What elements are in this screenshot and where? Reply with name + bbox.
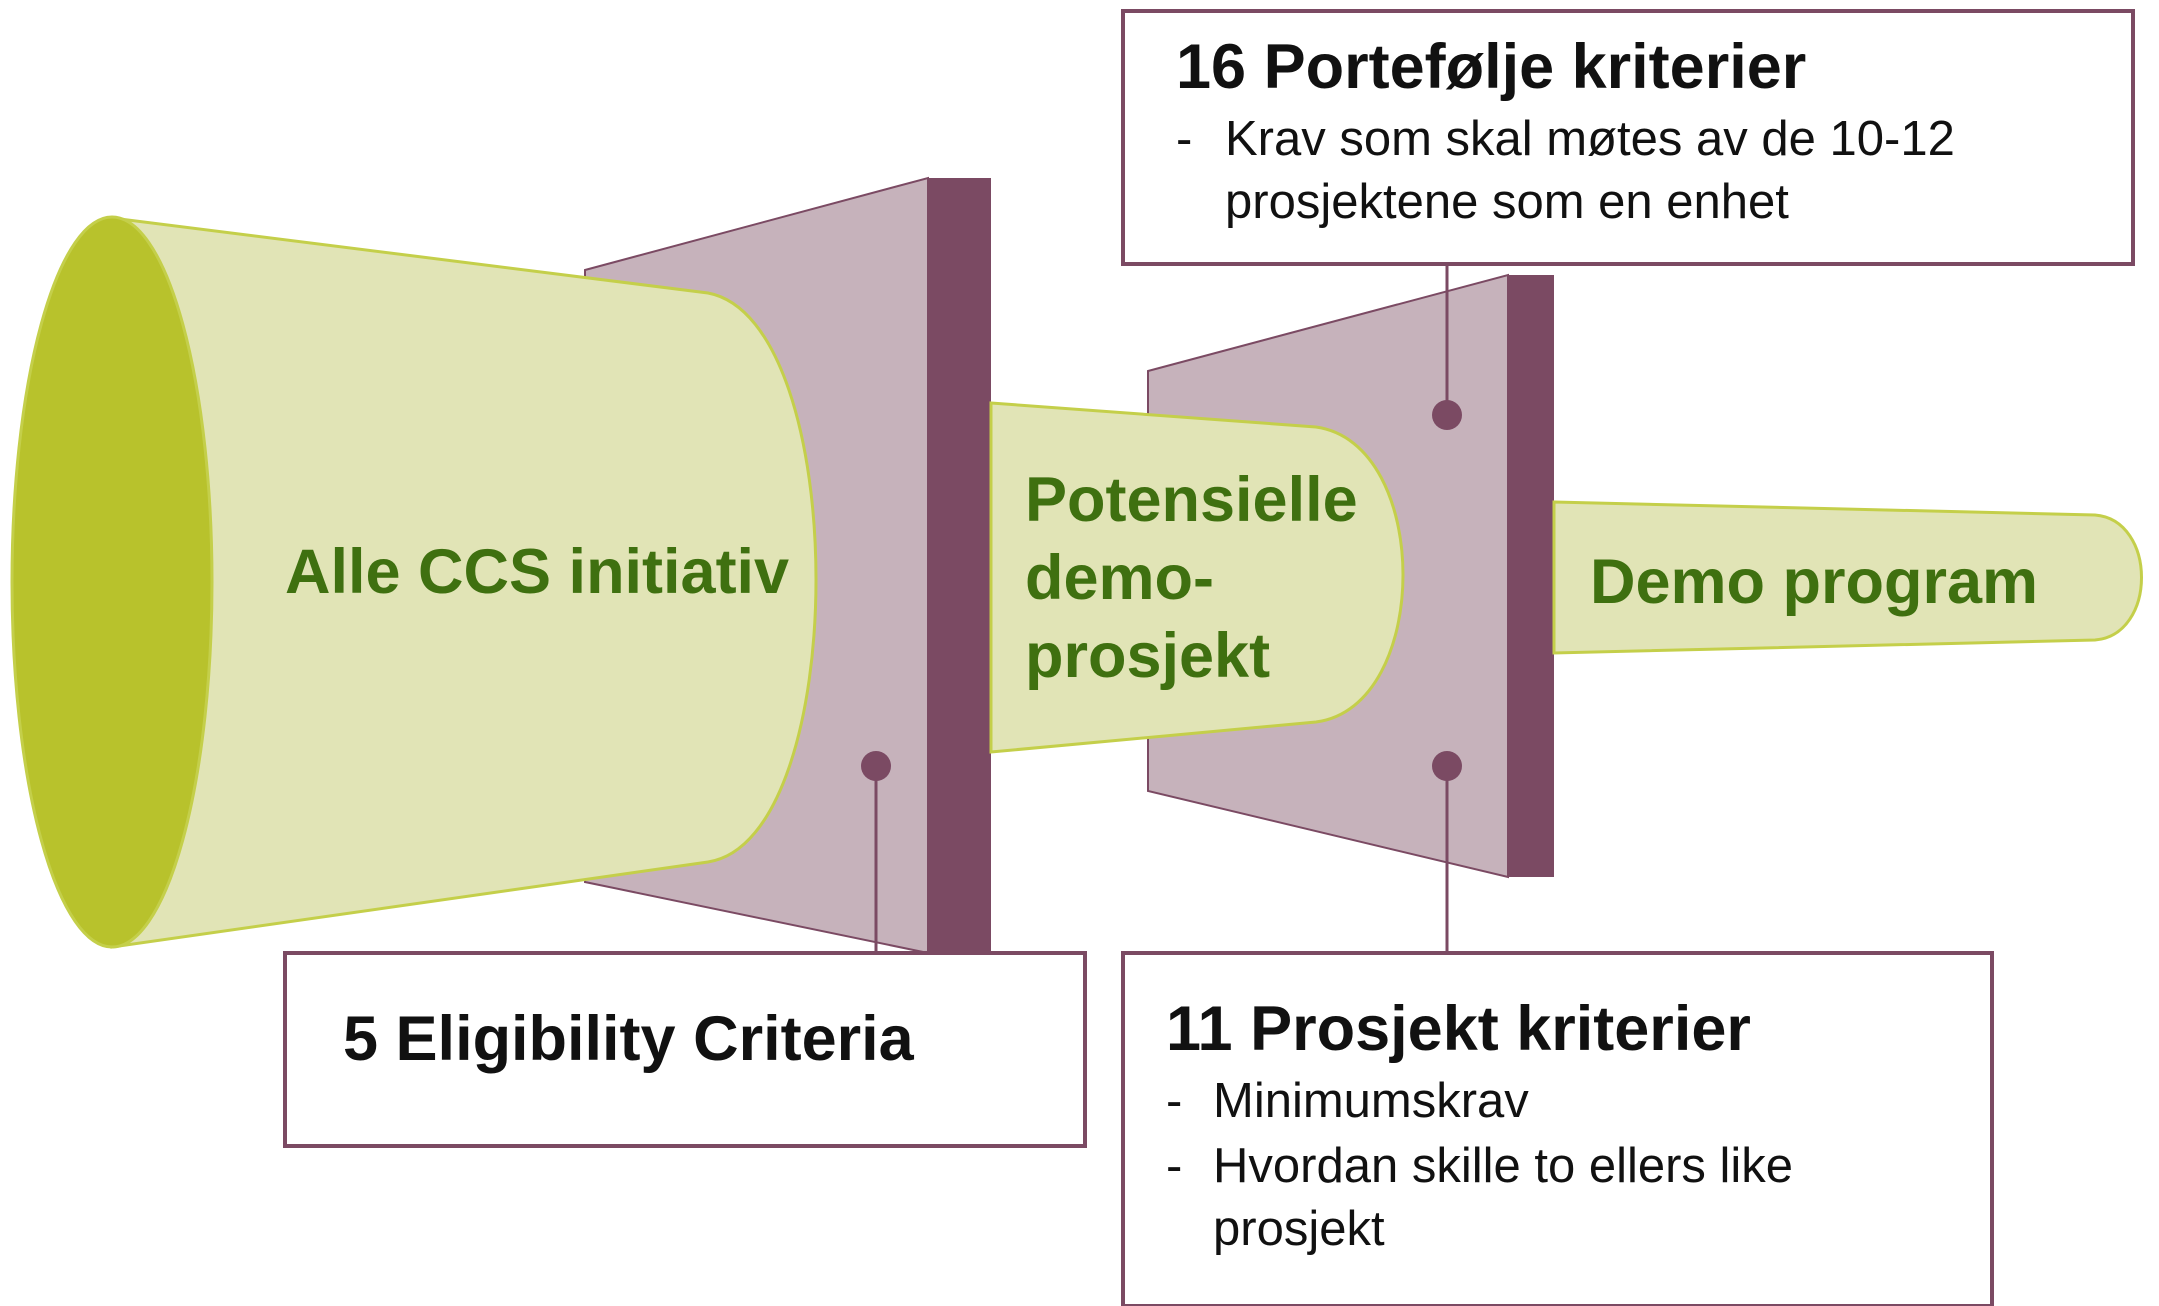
prosjekt-item-text: Hvordan skille to ellers like prosjekt — [1213, 1139, 1807, 1256]
item-line: prosjekt — [1213, 1202, 1385, 1256]
eligibility-box-title: 5 Eligibility Criteria — [343, 1004, 915, 1074]
filter-2-edge — [1508, 275, 1554, 877]
stage-label-line: prosjekt — [1025, 621, 1270, 691]
portefolje-item-text: Krav som skal møtes av de 10-12 prosjekt… — [1225, 112, 1968, 229]
item-line: Hvordan skille to ellers like — [1213, 1139, 1793, 1193]
portefolje-item-bullet: - — [1176, 112, 1192, 166]
stage-label-demo-program: Demo program — [1590, 547, 2038, 617]
prosjekt-box-title: 11 Prosjekt kriterier — [1166, 994, 1751, 1064]
portefolje-criteria-box: 16 Portefølje kriterier - Krav som skal … — [1121, 9, 2135, 266]
prosjekt-item-bullet: - — [1166, 1074, 1182, 1128]
portefolje-box-title: 16 Portefølje kriterier — [1176, 32, 1806, 102]
funnel-2-body — [989, 401, 1405, 754]
funnel-3-body — [1552, 500, 2143, 655]
connector-dot-portefolje — [1432, 400, 1462, 430]
stage-label-line: Alle CCS initiativ — [285, 537, 789, 607]
connector-dot-prosjekt — [1432, 751, 1462, 781]
stage-label-line: Potensielle — [1025, 465, 1358, 535]
eligibility-criteria-box: 5 Eligibility Criteria — [283, 951, 1087, 1148]
stage-label-potensielle: Potensielle demo- prosjekt — [1025, 465, 1375, 691]
stage-label-line: demo- — [1025, 543, 1214, 613]
eligibility-box-frame — [283, 951, 1087, 1148]
item-line: prosjektene som en enhet — [1225, 175, 1789, 229]
funnel-1-body — [110, 216, 818, 949]
prosjekt-criteria-box: 11 Prosjekt kriterier - Minimumskrav - H… — [1121, 951, 1994, 1306]
prosjekt-item-bullet: - — [1166, 1139, 1182, 1193]
item-line: Minimumskrav — [1213, 1074, 1529, 1128]
stage-label-line: Demo program — [1590, 547, 2038, 617]
portefolje-box-frame — [1121, 9, 2135, 266]
prosjekt-item-text: Minimumskrav — [1213, 1074, 1529, 1128]
item-line: Krav som skal møtes av de 10-12 — [1225, 112, 1955, 166]
funnel-1-mouth — [10, 215, 214, 949]
filter-1-edge — [928, 178, 991, 953]
stage-label-alle-ccs: Alle CCS initiativ — [285, 537, 789, 607]
connector-dot-eligibility — [861, 751, 891, 781]
prosjekt-box-frame — [1121, 951, 1994, 1306]
